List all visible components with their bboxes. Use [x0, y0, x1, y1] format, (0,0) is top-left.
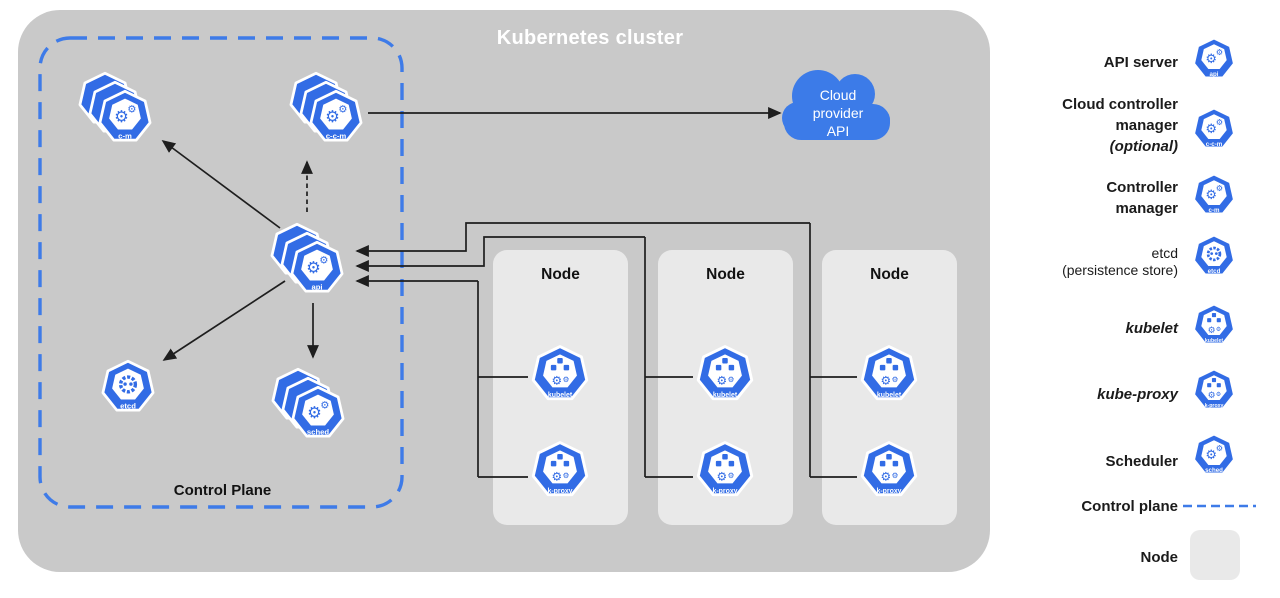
- legend-label-control-plane: Control plane: [1005, 496, 1178, 517]
- svg-text:⚙: ⚙: [891, 375, 898, 384]
- svg-text:⚙: ⚙: [1205, 448, 1217, 463]
- svg-text:k-proxy: k-proxy: [712, 488, 737, 495]
- legend-node-swatch: [1190, 530, 1240, 580]
- svg-text:⚙: ⚙: [1216, 326, 1221, 333]
- svg-text:⚙: ⚙: [1216, 443, 1223, 453]
- kubelet-icon: ⚙⚙ kubelet: [857, 342, 921, 406]
- svg-text:⚙: ⚙: [320, 399, 329, 411]
- svg-text:⚙: ⚙: [551, 470, 562, 484]
- cloud-label-line: API: [826, 123, 850, 139]
- svg-text:⚙: ⚙: [880, 470, 891, 484]
- svg-text:k-proxy: k-proxy: [547, 488, 572, 495]
- svg-text:⚙: ⚙: [727, 471, 734, 480]
- svg-text:c-c-m: c-c-m: [326, 131, 347, 140]
- svg-text:⚙: ⚙: [1208, 391, 1216, 401]
- legend-text: manager: [1115, 200, 1178, 217]
- node-title: Node: [870, 266, 909, 283]
- legend-text: (persistence store): [1062, 262, 1178, 278]
- api-server-icon: ⚙⚙api: [270, 222, 347, 298]
- svg-text:⚙: ⚙: [562, 471, 569, 480]
- svg-text:k-proxy: k-proxy: [876, 488, 901, 495]
- svg-text:⚙: ⚙: [727, 375, 734, 384]
- control-plane-label: Control Plane: [173, 482, 272, 499]
- legend-label-api-server: API server: [1005, 52, 1178, 73]
- cloud-provider-api-label: Cloud provider API: [786, 86, 890, 140]
- controller-manager-icon: ⚙⚙c-m: [78, 71, 155, 147]
- svg-text:⚙: ⚙: [551, 374, 562, 388]
- cloud-label-line: provider: [812, 105, 864, 121]
- kubelet-icon: ⚙⚙ kubelet: [693, 342, 757, 406]
- svg-text:k-proxy: k-proxy: [1205, 403, 1224, 409]
- svg-text:api: api: [1210, 71, 1219, 78]
- legend-scheduler-icon: ⚙⚙ sched: [1190, 431, 1238, 479]
- legend-kube-proxy-icon: ⚙⚙ k-proxy: [1190, 366, 1238, 414]
- legend-label-cloud-controller-manager: Cloud controller manager (optional): [1005, 94, 1178, 157]
- svg-text:sched: sched: [1205, 467, 1223, 474]
- cloud-controller-manager-icon: ⚙⚙c-c-m: [289, 71, 366, 147]
- svg-text:etcd: etcd: [120, 401, 136, 410]
- svg-text:⚙: ⚙: [338, 103, 347, 115]
- kube-proxy-icon: ⚙⚙ k-proxy: [693, 438, 757, 502]
- kube-proxy-icon: ⚙⚙ k-proxy: [857, 438, 921, 502]
- svg-text:⚙: ⚙: [1216, 183, 1223, 193]
- legend-cloud-controller-manager-icon: ⚙⚙ c-c-m: [1190, 105, 1238, 153]
- legend-text: kubelet: [1125, 320, 1178, 337]
- svg-text:⚙: ⚙: [1205, 188, 1217, 203]
- svg-text:c-m: c-m: [1209, 207, 1220, 214]
- legend-text: API server: [1103, 54, 1178, 71]
- cloud-shape: [782, 70, 890, 140]
- svg-text:⚙: ⚙: [1205, 122, 1217, 137]
- legend-text: manager: [1115, 117, 1178, 134]
- legend-label-kube-proxy: kube-proxy: [1005, 384, 1178, 405]
- legend-etcd-icon: etcd: [1190, 232, 1238, 280]
- svg-text:kubelet: kubelet: [877, 392, 902, 399]
- legend-label-scheduler: Scheduler: [1005, 451, 1178, 472]
- etcd-icon: etcd: [98, 357, 158, 417]
- svg-text:sched: sched: [307, 427, 330, 436]
- legend-controller-manager-icon: ⚙⚙ c-m: [1190, 171, 1238, 219]
- legend-label-node: Node: [1005, 547, 1179, 568]
- svg-text:kubelet: kubelet: [548, 392, 573, 399]
- legend-text: Node: [1140, 549, 1179, 566]
- legend-text: kube-proxy: [1097, 386, 1178, 403]
- svg-text:⚙: ⚙: [562, 375, 569, 384]
- cloud-label-line: Cloud: [819, 87, 857, 103]
- svg-text:⚙: ⚙: [127, 103, 136, 115]
- svg-text:⚙: ⚙: [891, 471, 898, 480]
- node-title: Node: [541, 266, 580, 283]
- svg-text:⚙: ⚙: [880, 374, 891, 388]
- legend-text: Controller: [1106, 179, 1178, 196]
- svg-text:⚙: ⚙: [716, 374, 727, 388]
- svg-text:etcd: etcd: [1208, 268, 1221, 275]
- svg-text:⚙: ⚙: [1216, 47, 1223, 57]
- legend-optional-note: (optional): [1109, 138, 1178, 155]
- legend-text: Cloud controller: [1062, 96, 1178, 113]
- legend-kubelet-icon: ⚙⚙ kubelet: [1190, 301, 1238, 349]
- svg-text:⚙: ⚙: [1208, 326, 1216, 336]
- kubelet-icon: ⚙⚙ kubelet: [528, 342, 592, 406]
- legend-text: etcd: [1151, 245, 1178, 261]
- diagram-title: Kubernetes cluster: [496, 27, 684, 49]
- svg-text:⚙: ⚙: [1216, 391, 1221, 398]
- legend-label-etcd: etcd (persistence store): [1005, 245, 1178, 279]
- svg-text:c-c-m: c-c-m: [1206, 141, 1223, 148]
- svg-text:⚙: ⚙: [716, 470, 727, 484]
- svg-text:kubelet: kubelet: [713, 392, 738, 399]
- legend-text: Scheduler: [1105, 453, 1178, 470]
- svg-text:⚙: ⚙: [1216, 117, 1223, 127]
- legend-label-kubelet: kubelet: [1005, 318, 1178, 339]
- scheduler-icon: ⚙⚙sched: [271, 367, 348, 443]
- svg-text:kubelet: kubelet: [1205, 338, 1223, 344]
- svg-text:⚙: ⚙: [1205, 52, 1217, 67]
- legend-label-controller-manager: Controller manager: [1005, 177, 1178, 219]
- node-title: Node: [706, 266, 745, 283]
- kube-proxy-icon: ⚙⚙ k-proxy: [528, 438, 592, 502]
- svg-text:api: api: [311, 282, 322, 291]
- svg-text:c-m: c-m: [118, 131, 132, 140]
- legend-api-server-icon: ⚙⚙ api: [1190, 35, 1238, 83]
- svg-text:⚙: ⚙: [319, 254, 328, 266]
- legend-text: Control plane: [1081, 498, 1178, 515]
